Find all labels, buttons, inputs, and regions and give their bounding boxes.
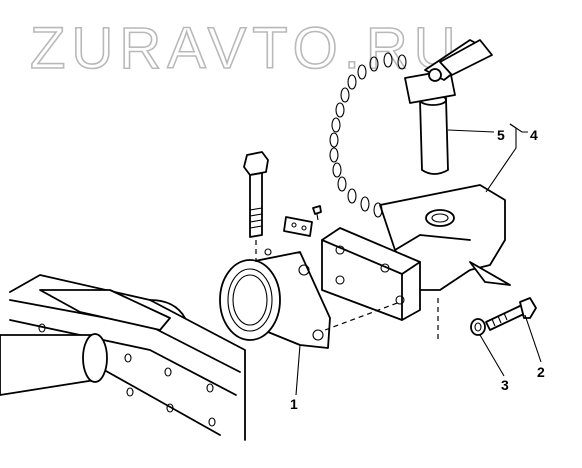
mounting-bolt [243, 151, 269, 262]
lock-plate [283, 205, 322, 237]
hitch-assembly-part-4 [321, 184, 511, 340]
callout-5: 5 [497, 127, 505, 143]
washer-part-3 [470, 318, 486, 336]
callout-2: 2 [537, 364, 545, 380]
frame-rail [0, 274, 246, 441]
callout-4: 4 [530, 127, 538, 143]
leader-lines [295, 123, 542, 396]
safety-chain [329, 52, 407, 218]
callout-3: 3 [501, 377, 509, 393]
coupling-socket-part-1 [219, 248, 331, 349]
watermark-logo: ZURAVTO.RU [30, 16, 462, 81]
coupling-pin-part-5 [404, 39, 493, 175]
callout-1: 1 [290, 396, 298, 412]
bolt-part-2 [485, 297, 537, 331]
